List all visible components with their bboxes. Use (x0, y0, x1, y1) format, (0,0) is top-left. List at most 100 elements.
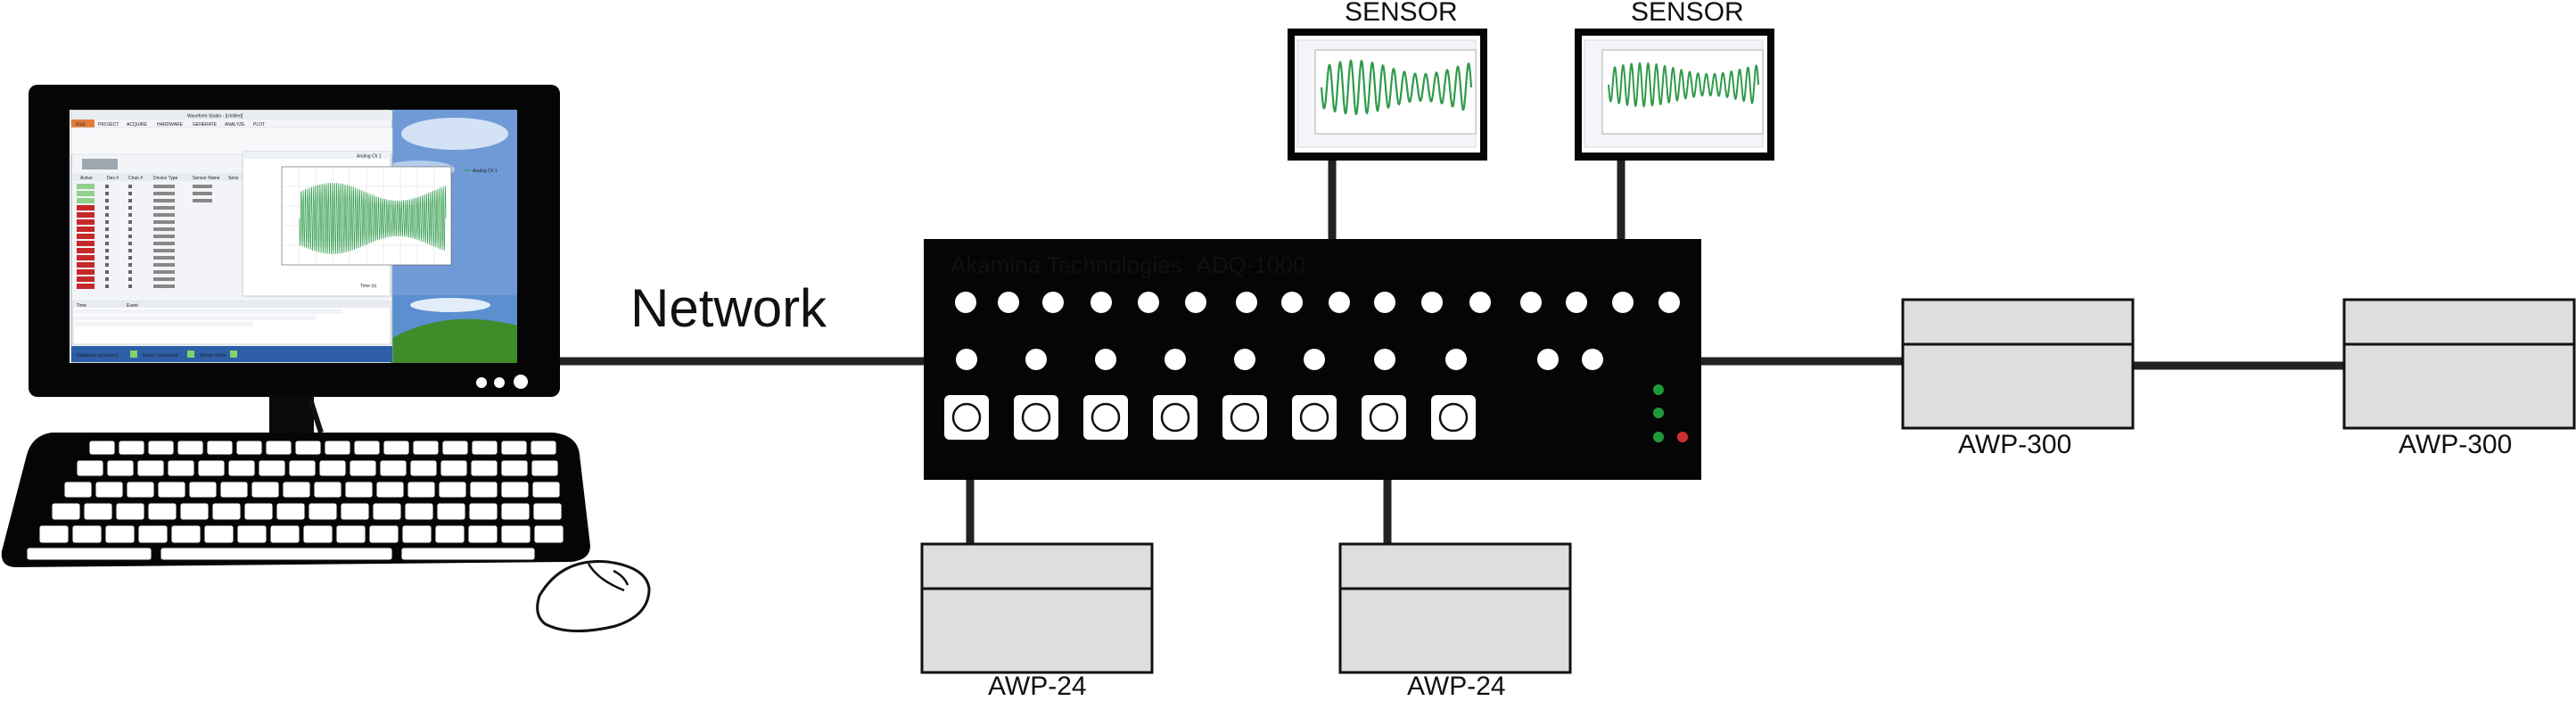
awp-24-module-right: AWP-24 (1338, 542, 1572, 701)
channel-toggle (77, 184, 95, 189)
device-connector-icon (1374, 292, 1395, 313)
device-port-ring-icon (951, 402, 982, 433)
device-port (1083, 395, 1128, 440)
device-ports (944, 395, 1476, 440)
keyboard-key (500, 524, 531, 544)
device-port (1362, 395, 1406, 440)
wallpaper-hill (391, 318, 517, 363)
log-header-cell: Event (127, 303, 138, 309)
sensor-label: SENSOR (1345, 0, 1458, 27)
ribbon-tab[interactable]: PROJECT (98, 122, 119, 128)
channel-toggle (77, 284, 95, 289)
keyboard-key (203, 524, 235, 544)
keyboard-key (533, 524, 564, 544)
table-cell (105, 192, 109, 195)
channel-toggle (77, 227, 95, 232)
keyboard-key (136, 459, 165, 477)
device-port-ring-icon (1230, 402, 1260, 433)
device-connector-icon (1025, 349, 1047, 370)
status-indicator (130, 350, 137, 358)
module-label: AWP-300 (2399, 430, 2512, 459)
keyboard-key (147, 440, 175, 456)
device-connector-icon (1234, 349, 1255, 370)
device-port-ring-icon (1090, 402, 1121, 433)
keyboard-key (313, 481, 342, 499)
keyboard (1, 433, 591, 567)
table-cell (128, 235, 132, 238)
keyboard-key (288, 459, 317, 477)
table-header-cell: Sens (228, 176, 239, 181)
sensor-plot-area (1314, 49, 1477, 135)
keyboard-key (95, 481, 124, 499)
keyboard-key (368, 524, 399, 544)
table-cell (128, 256, 132, 260)
keyboard-key (76, 459, 104, 477)
device-connector-icon (1329, 292, 1350, 313)
keyboard-key (104, 524, 136, 544)
keyboard-key (441, 440, 469, 456)
keyboard-key (434, 524, 465, 544)
event-log: Time Event (72, 301, 391, 345)
ribbon-tab[interactable]: PLOT (253, 122, 265, 128)
table-cell (153, 277, 175, 281)
keyboard-key (177, 440, 204, 456)
awp-24-module-left: AWP-24 (920, 542, 1154, 701)
device-connector-icon (1520, 292, 1542, 313)
device-connector-icon (1165, 349, 1186, 370)
keyboard-key (276, 502, 306, 521)
plot-title: Analog Ch 1 (357, 154, 382, 160)
wallpaper-cloud (401, 118, 508, 150)
table-cell (105, 249, 109, 252)
log-row (75, 316, 316, 320)
ribbon-tab[interactable]: FILE (76, 122, 86, 128)
keyboard-key (344, 481, 374, 499)
table-cell (105, 235, 109, 238)
keyboard-key (206, 440, 234, 456)
keyboard-key (440, 459, 468, 477)
network-label: Network (630, 278, 827, 338)
keyboard-key (383, 440, 410, 456)
device-connector-icon (956, 349, 977, 370)
mouse-button-line (587, 563, 625, 592)
device-port-ring-icon (1160, 402, 1190, 433)
plot-legend: Analog Ch 1 (473, 169, 498, 174)
table-cell (128, 277, 132, 281)
awp-300-module-2: AWP-300 (2342, 298, 2576, 459)
connections (560, 159, 2345, 546)
sensor-waveform (1320, 59, 1473, 116)
keyboard-key (63, 481, 93, 499)
ribbon-tab[interactable]: GENERATE (193, 122, 218, 128)
channel-toggle (77, 198, 95, 203)
table-header (73, 173, 244, 181)
keyboard-key (269, 524, 300, 544)
ribbon-tab[interactable]: HARDWARE (157, 122, 184, 128)
device-connector-icon (1090, 292, 1112, 313)
keyboard-key (532, 502, 563, 521)
table-cell (105, 206, 109, 210)
keyboard-key (531, 459, 559, 477)
device-port (1153, 395, 1197, 440)
ribbon-button[interactable] (82, 159, 118, 169)
ribbon-tab[interactable]: ANALYZE (225, 122, 245, 128)
ribbon-tab[interactable]: ACQUIRE (127, 122, 147, 128)
status-item: Server online (200, 353, 226, 359)
device-port (1292, 395, 1337, 440)
keyboard-key (188, 481, 218, 499)
table-cell (105, 263, 109, 267)
ribbon-file-tab[interactable] (71, 120, 95, 128)
table-cell (105, 213, 109, 217)
table-cell (128, 249, 132, 252)
device-connector-icon (1566, 292, 1587, 313)
table-cell (153, 249, 175, 252)
table-cell (153, 185, 175, 188)
table-cell (153, 206, 175, 210)
keyboard-key (197, 459, 226, 477)
channel-toggle (77, 262, 95, 268)
table-cell (105, 242, 109, 245)
keyboard-key (258, 459, 286, 477)
status-indicator (230, 350, 237, 358)
status-item: Server connected (143, 353, 177, 359)
keyboard-key (51, 502, 81, 521)
device-port (944, 395, 989, 440)
device-connector-icon (1537, 349, 1559, 370)
